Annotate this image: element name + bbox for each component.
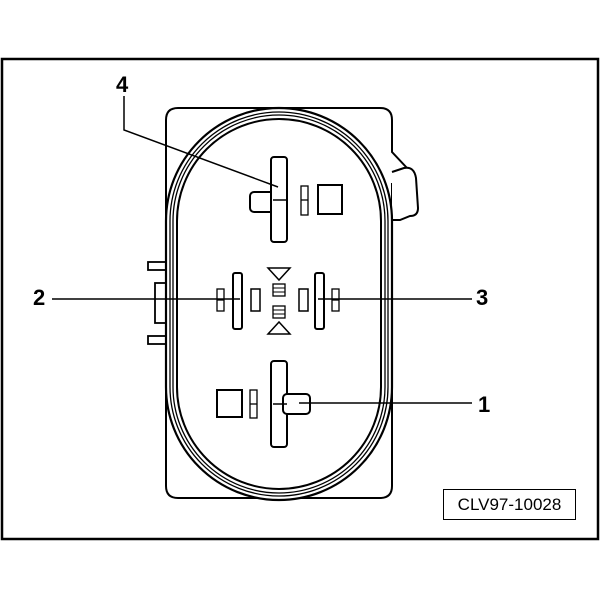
callout-2: 2	[33, 285, 46, 310]
leader-line-4	[123, 96, 279, 188]
left-tab-middle	[154, 282, 167, 324]
terminal-1	[216, 360, 311, 448]
diagram-frame	[0, 57, 600, 541]
terminal-3	[298, 272, 340, 330]
latch-tab	[391, 166, 420, 221]
left-tab-top	[147, 261, 167, 271]
callout-4: 4	[116, 72, 129, 97]
reference-code-box: CLV97-10028	[443, 489, 576, 520]
seal-ring-2	[169, 111, 389, 497]
center-coding-marks	[266, 267, 292, 335]
left-tab-bottom	[147, 335, 167, 345]
callout-1: 1	[478, 392, 491, 417]
terminal-2	[216, 272, 261, 330]
seal-ring-3	[172, 114, 386, 494]
terminal-4	[249, 156, 343, 243]
callout-3: 3	[476, 285, 489, 310]
seal-ring-inner	[176, 118, 382, 490]
